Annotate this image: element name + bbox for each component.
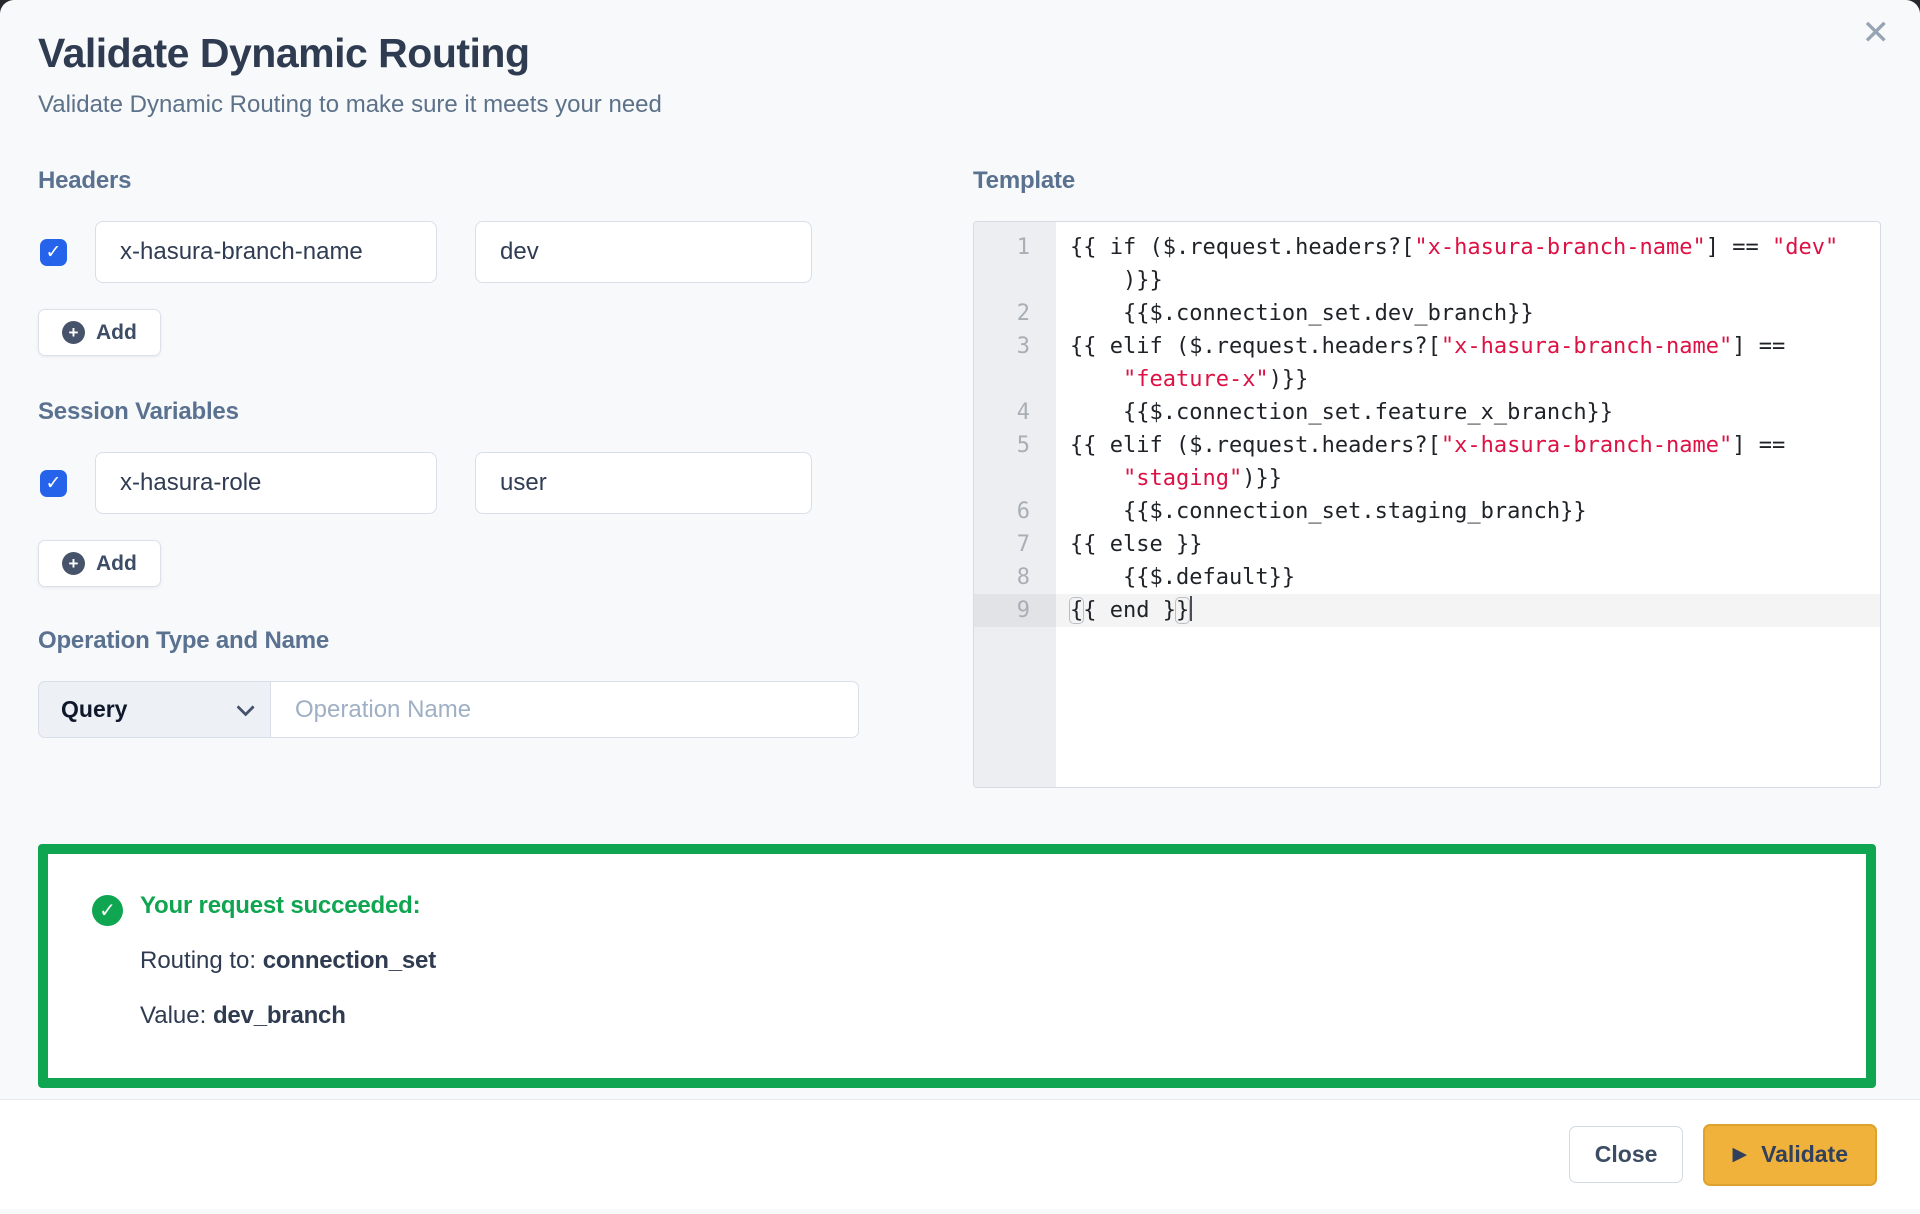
- value-value: dev_branch: [212, 1002, 346, 1029]
- result-value-line: Value: dev_branch: [140, 1002, 436, 1030]
- code-text[interactable]: {{$.connection_set.dev_branch}}: [1070, 301, 1534, 326]
- line-number: [974, 363, 1056, 396]
- line-number: 7: [1016, 532, 1030, 557]
- code-line[interactable]: 5 {{ elif ($.request.headers?["x-hasura-b…: [974, 429, 1880, 462]
- template-code-editor[interactable]: 1 {{ if ($.request.headers?["x-hasura-bra…: [973, 221, 1881, 788]
- play-icon: ▶: [1732, 1144, 1748, 1165]
- code-text[interactable]: )}}: [1070, 268, 1163, 293]
- routing-value: connection_set: [262, 947, 436, 974]
- header-row: ✓: [38, 221, 868, 283]
- editor-gutter: [974, 222, 1056, 787]
- session-variables-section-label: Session Variables: [38, 398, 239, 425]
- operation-section-label: Operation Type and Name: [38, 627, 330, 654]
- close-icon[interactable]: ✕: [1861, 14, 1891, 52]
- code-text[interactable]: {{ end }}: [1056, 594, 1880, 627]
- operation-row: Query: [38, 681, 868, 738]
- form-column: Headers ✓ + Add Session Variables ✓: [38, 167, 868, 788]
- page-subtitle: Validate Dynamic Routing to make sure it…: [38, 91, 662, 118]
- code-line[interactable]: "feature-x")}}: [974, 363, 1880, 396]
- line-number: 5: [1016, 433, 1030, 458]
- header-enabled-checkbox[interactable]: ✓: [40, 238, 67, 266]
- session-variable-value-input[interactable]: [475, 452, 812, 514]
- code-line[interactable]: 9{{ end }}: [974, 594, 1880, 627]
- code-rows: 1 {{ if ($.request.headers?["x-hasura-bra…: [974, 222, 1880, 627]
- close-button[interactable]: Close: [1568, 1126, 1684, 1183]
- modal-footer: Close ▶ Validate: [0, 1099, 1920, 1209]
- routing-label: Routing to:: [140, 947, 263, 974]
- code-line[interactable]: )}}: [974, 264, 1880, 297]
- code-text[interactable]: "staging")}}: [1122, 466, 1282, 491]
- code-text[interactable]: {{ else }}: [1070, 532, 1203, 557]
- line-number: 1: [1016, 235, 1030, 260]
- operation-type-select[interactable]: Query: [38, 681, 271, 738]
- line-number: [974, 264, 1056, 297]
- plus-circle-icon: +: [62, 321, 85, 344]
- result-routing-line: Routing to: connection_set: [140, 947, 436, 975]
- chevron-down-icon: [236, 698, 255, 717]
- code-text[interactable]: {{$.default}}: [1070, 565, 1296, 590]
- header-value-input[interactable]: [475, 221, 812, 283]
- line-number: 4: [1016, 400, 1030, 425]
- session-variable-key-input[interactable]: [95, 452, 437, 514]
- text-cursor: [1190, 596, 1193, 621]
- code-line[interactable]: 2 {{$.connection_set.dev_branch}}: [974, 297, 1880, 330]
- add-session-variable-label: Add: [96, 551, 137, 575]
- validate-button[interactable]: ▶ Validate: [1703, 1123, 1877, 1186]
- add-header-label: Add: [96, 320, 137, 344]
- line-number: [974, 462, 1056, 495]
- code-line[interactable]: 4 {{$.connection_set.feature_x_branch}}: [974, 396, 1880, 429]
- check-icon: ✓: [45, 472, 62, 494]
- add-header-button[interactable]: + Add: [38, 309, 161, 356]
- check-icon: ✓: [45, 241, 62, 263]
- code-line[interactable]: 3 {{ elif ($.request.headers?["x-hasura-b…: [974, 330, 1880, 363]
- result-title: Your request succeeded:: [140, 892, 421, 919]
- page-title: Validate Dynamic Routing: [38, 30, 530, 76]
- code-line[interactable]: 8 {{$.default}}: [974, 561, 1880, 594]
- operation-name-input[interactable]: [271, 681, 859, 738]
- validation-result-box: ✓ Your request succeeded: Routing to: co…: [38, 844, 1876, 1088]
- code-text[interactable]: {{ elif ($.request.headers?["x-hasura-br…: [1070, 334, 1786, 359]
- line-number: 9: [974, 594, 1056, 627]
- value-label: Value:: [140, 1002, 213, 1029]
- operation-type-value: Query: [61, 696, 128, 722]
- line-number: 3: [1016, 334, 1030, 359]
- code-text[interactable]: {{$.connection_set.staging_branch}}: [1070, 499, 1587, 524]
- code-line[interactable]: 1 {{ if ($.request.headers?["x-hasura-bra…: [974, 231, 1880, 264]
- validate-button-label: Validate: [1761, 1141, 1848, 1167]
- line-number: 6: [1016, 499, 1030, 524]
- plus-circle-icon: +: [62, 552, 85, 575]
- success-check-icon: ✓: [92, 895, 123, 926]
- session-variable-row: ✓: [38, 452, 868, 514]
- result-text: Your request succeeded: Routing to: conn…: [140, 892, 436, 1078]
- code-line[interactable]: 6 {{$.connection_set.staging_branch}}: [974, 495, 1880, 528]
- code-text[interactable]: {{$.connection_set.feature_x_branch}}: [1070, 400, 1614, 425]
- code-text[interactable]: {{ if ($.request.headers?["x-hasura-bran…: [1070, 235, 1839, 260]
- template-section-label: Template: [973, 167, 1075, 194]
- line-number: 8: [1016, 565, 1030, 590]
- session-variable-enabled-checkbox[interactable]: ✓: [40, 469, 67, 497]
- code-line[interactable]: 7 {{ else }}: [974, 528, 1880, 561]
- line-number: 2: [1016, 301, 1030, 326]
- header-key-input[interactable]: [95, 221, 437, 283]
- headers-section-label: Headers: [38, 167, 132, 194]
- code-text[interactable]: {{ elif ($.request.headers?["x-hasura-br…: [1070, 433, 1786, 458]
- template-column: Template 1 {{ if ($.request.headers?["x-h…: [973, 167, 1881, 788]
- add-session-variable-button[interactable]: + Add: [38, 540, 161, 587]
- modal-content: Validate Dynamic Routing Validate Dynami…: [38, 30, 1881, 1088]
- code-line[interactable]: "staging")}}: [974, 462, 1880, 495]
- code-text[interactable]: "feature-x")}}: [1122, 367, 1309, 392]
